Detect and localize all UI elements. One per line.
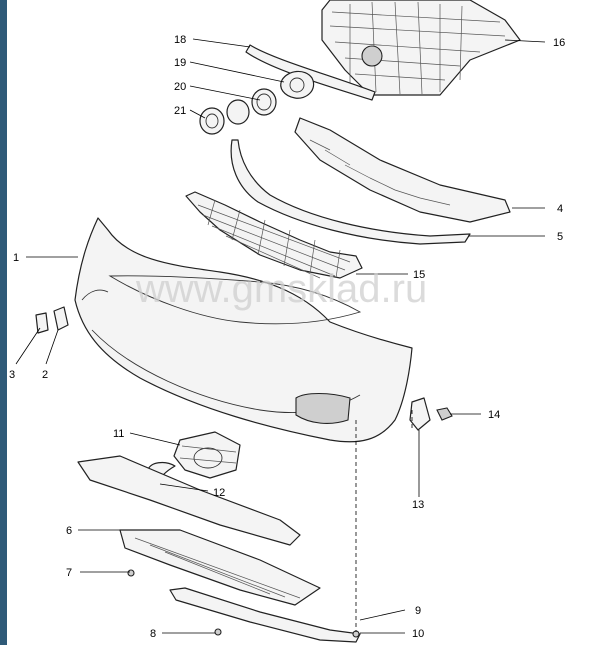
callout-8: 8 <box>150 628 156 640</box>
callout-14: 14 <box>488 409 500 421</box>
callout-6: 6 <box>66 525 72 537</box>
callout-11: 11 <box>113 428 124 440</box>
lower-grille-part-15[interactable] <box>185 191 363 279</box>
callout-5: 5 <box>557 231 563 243</box>
callout-19: 19 <box>174 57 186 69</box>
chrome-strip-part-18[interactable] <box>245 44 376 101</box>
watermark-text: www.gmsklad.ru <box>135 267 427 311</box>
callout-3: 3 <box>9 369 15 381</box>
emblem-part-20[interactable] <box>251 88 277 116</box>
bracket-part-13[interactable] <box>409 397 431 431</box>
callout-4: 4 <box>557 203 563 215</box>
callout-10: 10 <box>412 628 424 640</box>
emblem-mount-part-19[interactable] <box>280 70 315 99</box>
impact-absorber-part-4[interactable] <box>294 117 511 223</box>
callout-13: 13 <box>412 499 424 511</box>
lower-lip-part-9[interactable] <box>169 587 361 643</box>
fastener-part-8[interactable] <box>214 628 222 636</box>
callout-21: 21 <box>174 105 186 117</box>
front-bumper-cover-part-1[interactable] <box>74 217 413 443</box>
callout-12: 12 <box>213 487 225 499</box>
callout-16: 16 <box>553 37 565 49</box>
upper-grille-part-16[interactable] <box>321 0 521 96</box>
undershield-panel[interactable] <box>119 529 321 606</box>
fastener-part-7[interactable] <box>127 569 135 577</box>
bolt-part-14[interactable] <box>436 407 453 421</box>
callout-18: 18 <box>174 34 186 46</box>
callout-9: 9 <box>415 605 421 617</box>
window-edge-strip <box>0 0 7 645</box>
callout-7: 7 <box>66 567 72 579</box>
lower-deflector-part-6[interactable] <box>77 455 301 546</box>
leader-lines <box>15 38 546 634</box>
clip-part-3[interactable] <box>35 312 49 334</box>
callout-20: 20 <box>174 81 186 93</box>
callout-2: 2 <box>42 369 48 381</box>
reinforcement-strip-part-5[interactable] <box>230 139 471 245</box>
badge-part-21[interactable] <box>199 99 250 135</box>
clip-part-2[interactable] <box>53 306 69 331</box>
fog-lamp-bezel-part-11[interactable] <box>173 431 241 479</box>
callout-15: 15 <box>413 269 425 281</box>
callout-1: 1 <box>13 252 19 264</box>
